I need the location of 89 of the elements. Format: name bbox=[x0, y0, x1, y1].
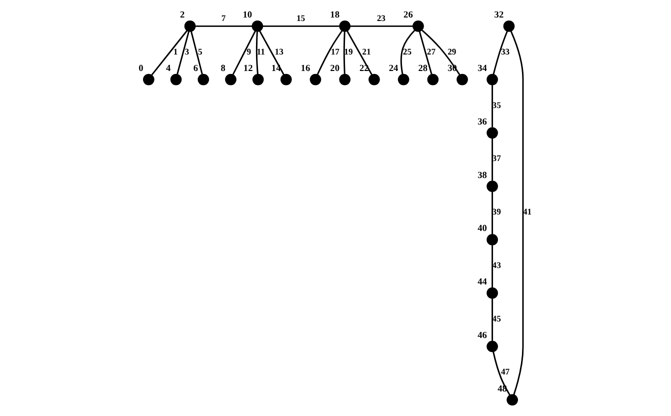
connector bbox=[316, 30, 342, 75]
node-label: 12 bbox=[243, 64, 253, 74]
connector bbox=[400, 30, 416, 74]
node-label: 26 bbox=[404, 10, 413, 21]
node-circle bbox=[486, 340, 498, 352]
connector bbox=[492, 298, 494, 341]
node-circle bbox=[339, 20, 351, 32]
node-label: 4 bbox=[166, 64, 171, 74]
node-label: 44 bbox=[478, 278, 487, 288]
connector bbox=[259, 30, 284, 76]
node-label: 38 bbox=[478, 170, 487, 181]
node-circle bbox=[280, 74, 292, 86]
node-circle bbox=[486, 74, 498, 86]
connector bbox=[196, 25, 252, 27]
edge-label: 9 bbox=[246, 46, 252, 56]
connector bbox=[232, 30, 256, 75]
edge-label: 27 bbox=[426, 46, 436, 56]
connector bbox=[422, 30, 460, 76]
edge-label: 41 bbox=[522, 206, 532, 217]
edge-label: 37 bbox=[492, 153, 501, 164]
connector bbox=[343, 32, 346, 74]
edge-label: 3 bbox=[184, 46, 190, 56]
node-label: 34 bbox=[478, 64, 487, 74]
connector bbox=[190, 31, 203, 74]
connector bbox=[492, 352, 510, 396]
node-circle bbox=[486, 180, 498, 192]
edge-label: 33 bbox=[500, 46, 510, 56]
node-circle bbox=[368, 74, 380, 86]
node-label: 8 bbox=[220, 64, 226, 74]
edge-label: 47 bbox=[500, 366, 510, 377]
edge-label: 7 bbox=[221, 13, 226, 24]
edge-label: 25 bbox=[402, 46, 412, 56]
connector bbox=[492, 138, 494, 181]
node-circle bbox=[412, 20, 424, 32]
node-circle bbox=[198, 74, 210, 86]
node-label: 0 bbox=[138, 64, 144, 74]
edge-label: 43 bbox=[492, 260, 501, 270]
node-circle bbox=[252, 74, 264, 86]
node-label: 46 bbox=[478, 330, 487, 341]
node-circle bbox=[486, 287, 498, 299]
connector bbox=[492, 30, 508, 74]
connector bbox=[350, 25, 413, 27]
edge-label: 21 bbox=[362, 46, 371, 56]
node-label: 6 bbox=[193, 64, 198, 74]
edge-label: 45 bbox=[492, 313, 501, 324]
edge-label: 17 bbox=[330, 46, 340, 56]
connector bbox=[262, 25, 340, 27]
edge-label: 1 bbox=[173, 46, 178, 56]
edge-label: 35 bbox=[492, 100, 501, 110]
connector bbox=[510, 31, 524, 395]
connector bbox=[346, 30, 372, 76]
node-circle bbox=[143, 74, 154, 86]
node-circle bbox=[170, 74, 182, 86]
connector bbox=[492, 85, 494, 128]
node-circle bbox=[398, 74, 410, 86]
node-circle bbox=[225, 74, 236, 86]
node-circle bbox=[252, 20, 264, 32]
edge-label: 29 bbox=[448, 46, 456, 56]
node-label: 40 bbox=[478, 224, 487, 234]
node-label: 36 bbox=[478, 117, 487, 128]
connector bbox=[492, 192, 494, 234]
node-circle bbox=[310, 74, 322, 86]
connector bbox=[418, 31, 432, 74]
connector bbox=[176, 31, 190, 74]
edge-label: 23 bbox=[376, 13, 386, 24]
node-circle bbox=[486, 127, 498, 139]
edge-label: 5 bbox=[198, 46, 202, 56]
node-label: 20 bbox=[330, 64, 340, 74]
node-circle bbox=[184, 20, 196, 32]
node-label: 28 bbox=[418, 64, 428, 74]
node-label: 24 bbox=[388, 64, 398, 74]
connector bbox=[151, 30, 188, 76]
edge-label: 11 bbox=[256, 46, 265, 56]
node-label: 16 bbox=[300, 64, 310, 74]
node-label: 32 bbox=[494, 10, 504, 21]
edge-label: 13 bbox=[274, 46, 284, 56]
node-circle bbox=[506, 394, 518, 406]
node-circle bbox=[427, 74, 439, 86]
node-label: 10 bbox=[242, 10, 252, 21]
edge-label: 39 bbox=[492, 206, 501, 217]
connector bbox=[492, 245, 494, 288]
node-label: 18 bbox=[330, 10, 340, 21]
node-label: 2 bbox=[180, 10, 185, 21]
node-circle bbox=[456, 74, 468, 86]
node-circle bbox=[339, 74, 351, 86]
connector bbox=[256, 32, 258, 74]
node-circle bbox=[486, 234, 498, 246]
edge-label: 15 bbox=[296, 13, 306, 24]
node-circle bbox=[503, 20, 515, 32]
